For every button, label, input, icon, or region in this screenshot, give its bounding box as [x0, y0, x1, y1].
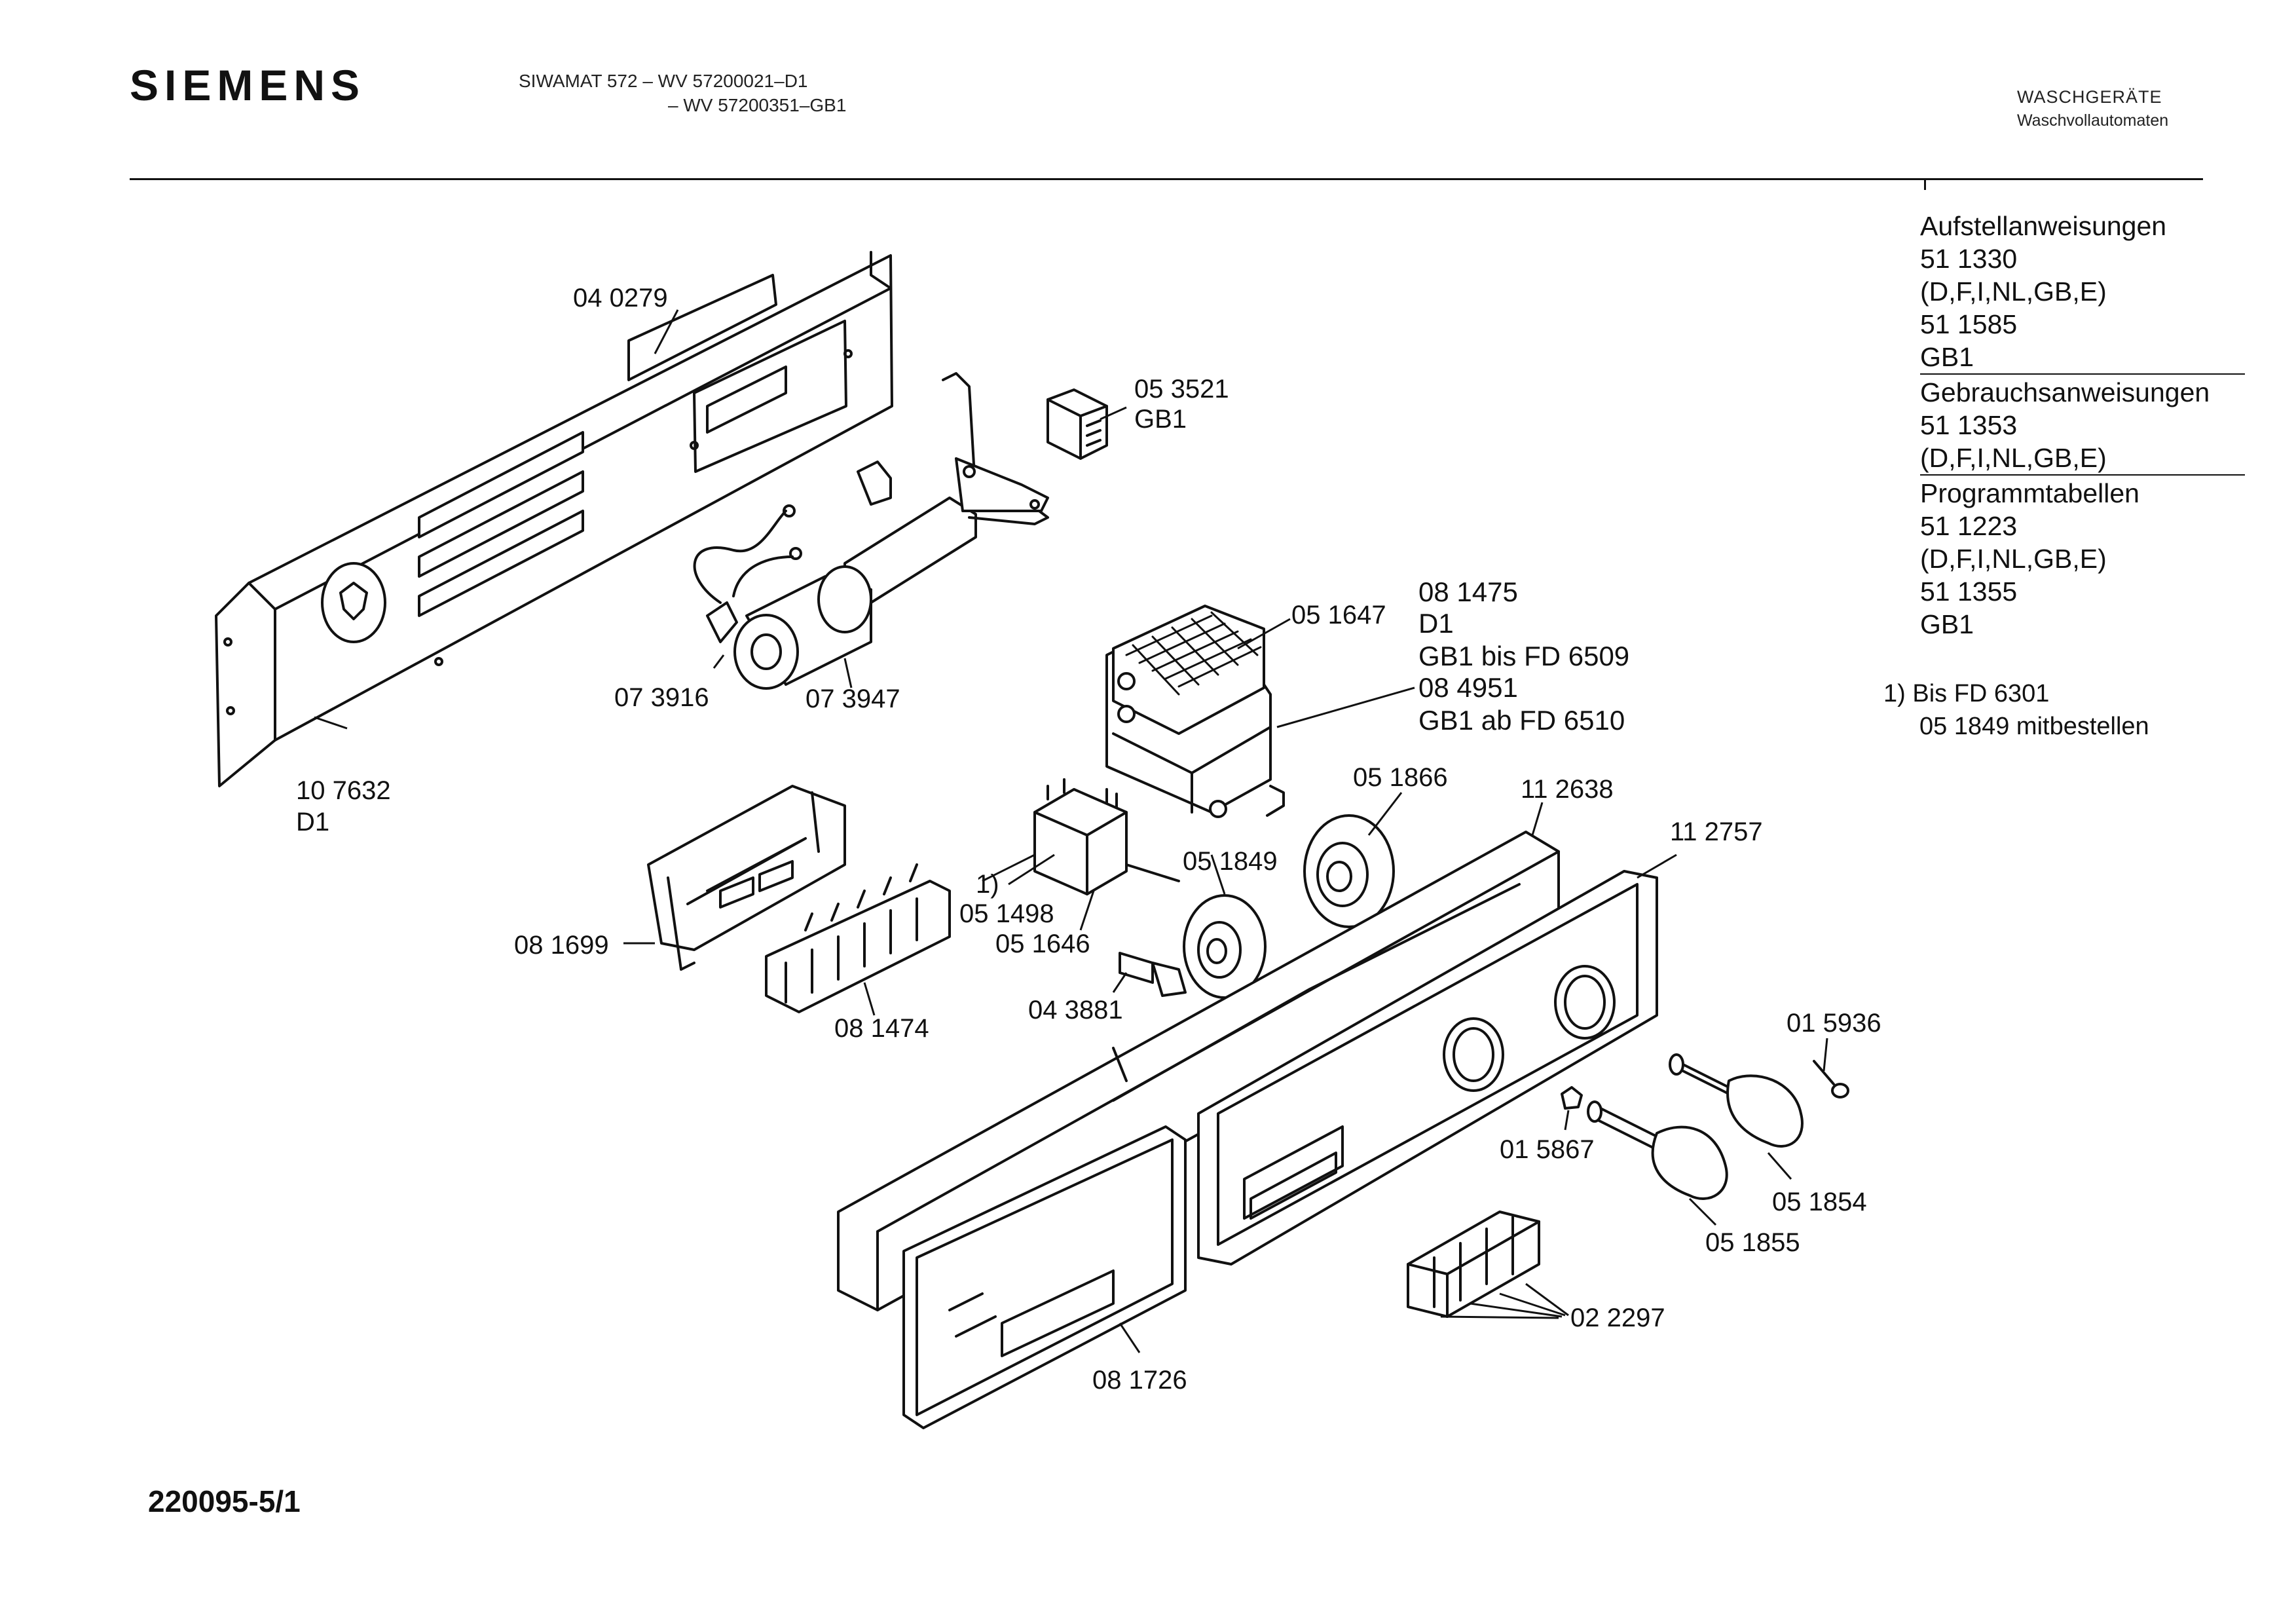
subcategory-label: Waschvollautomaten	[2017, 111, 2169, 130]
button-frame	[647, 785, 846, 971]
label-02-2297: 02 2297	[1570, 1304, 1665, 1332]
small-switch-part	[1046, 388, 1108, 460]
leader-lines	[314, 309, 1828, 1353]
label-08-1699: 08 1699	[514, 931, 609, 960]
document-number: 220095-5/1	[148, 1484, 301, 1518]
label-05-1646: 05 1646	[995, 929, 1090, 958]
document-entry: GB1	[1920, 609, 1974, 639]
capacitor	[693, 504, 872, 690]
label-05-3521: 05 3521	[1134, 375, 1229, 404]
knob-shaft-upper	[1669, 1053, 1804, 1148]
label-04-3881: 04 3881	[1028, 996, 1123, 1024]
header-rule-tick	[1924, 178, 1926, 190]
display-window	[902, 1125, 1187, 1429]
model-line-2: – WV 57200351–GB1	[668, 95, 847, 115]
label-08-1474: 08 1474	[834, 1014, 929, 1043]
footnote: 1) Bis FD 6301 05 1849 mitbestellen	[1883, 677, 2149, 743]
category-label: WASCHGERÄTE	[2017, 87, 2162, 107]
document-entry: (D,F,I,NL,GB,E)	[1920, 443, 2107, 473]
footnote-line-1: 1) Bis FD 6301	[1883, 680, 2050, 707]
document-entry: 51 1330	[1920, 244, 2018, 274]
screw-part	[1813, 1060, 1849, 1098]
document-entry: 51 1585	[1920, 309, 2018, 339]
label-05-1854: 05 1854	[1772, 1188, 1867, 1216]
clip-part	[1561, 1086, 1583, 1110]
rotary-switch	[1033, 778, 1180, 895]
label-05-1647: 05 1647	[1291, 601, 1386, 629]
label-07-3947: 07 3947	[805, 685, 900, 713]
label-08-1475: 08 1475	[1418, 576, 1518, 607]
label-01-5867: 01 5867	[1500, 1135, 1595, 1164]
label-05-1866: 05 1866	[1353, 763, 1448, 792]
document-entry: 51 1353	[1920, 410, 2018, 440]
document-entry: (D,F,I,NL,GB,E)	[1920, 544, 2107, 574]
model-line-1: SIWAMAT 572 – WV 57200021–D1	[519, 71, 808, 91]
document-entry: GB1	[1920, 342, 1974, 372]
label-05-1849: 05 1849	[1183, 847, 1278, 876]
document-entry: 51 1355	[1920, 576, 2018, 607]
header-rule	[130, 178, 2203, 180]
label-01-5936: 01 5936	[1787, 1009, 1881, 1038]
footnote-line-2: 05 1849 mitbestellen	[1919, 713, 2149, 740]
label-04-0279: 04 0279	[573, 284, 668, 312]
siemens-logo: SIEMENS	[130, 61, 366, 109]
document-entry: 51 1223	[1920, 511, 2018, 541]
push-button-part	[1119, 952, 1187, 997]
label-10-7632-variant: D1	[296, 808, 329, 836]
label-05-1855: 05 1855	[1705, 1228, 1800, 1257]
knob-shaft-lower	[1587, 1100, 1728, 1200]
pushbutton-caps	[1407, 1210, 1540, 1318]
label-08-1475-variant-1: D1	[1418, 608, 1454, 639]
front-panel	[1197, 870, 1658, 1266]
label-08-1475-variant-2: GB1 bis FD 6509	[1418, 641, 1629, 671]
mounting-bracket	[843, 372, 1049, 604]
label-10-7632: 10 7632	[296, 776, 391, 805]
label-05-1498: 05 1498	[959, 899, 1054, 928]
label-11-2638: 11 2638	[1521, 775, 1614, 804]
label-footnote-ref: 1)	[976, 870, 999, 899]
pushbutton-switch-block	[765, 863, 951, 1013]
label-11-2757: 11 2757	[1670, 817, 1763, 846]
document-entry: Programmtabellen	[1920, 474, 2246, 510]
label-05-3521-variant: GB1	[1134, 405, 1187, 434]
label-08-1726: 08 1726	[1092, 1366, 1187, 1395]
rotary-knob-large	[1303, 814, 1395, 928]
rear-control-panel	[215, 251, 893, 787]
document-entry: Gebrauchsanweisungen	[1920, 373, 2246, 409]
label-07-3916: 07 3916	[614, 683, 709, 712]
document-entry: (D,F,I,NL,GB,E)	[1920, 276, 2107, 307]
label-08-4951: 08 4951	[1418, 672, 1518, 703]
program-selector-unit	[1105, 605, 1285, 818]
label-08-4951-variant: GB1 ab FD 6510	[1418, 705, 1625, 736]
document-entry: Aufstellanweisungen	[1920, 211, 2167, 241]
